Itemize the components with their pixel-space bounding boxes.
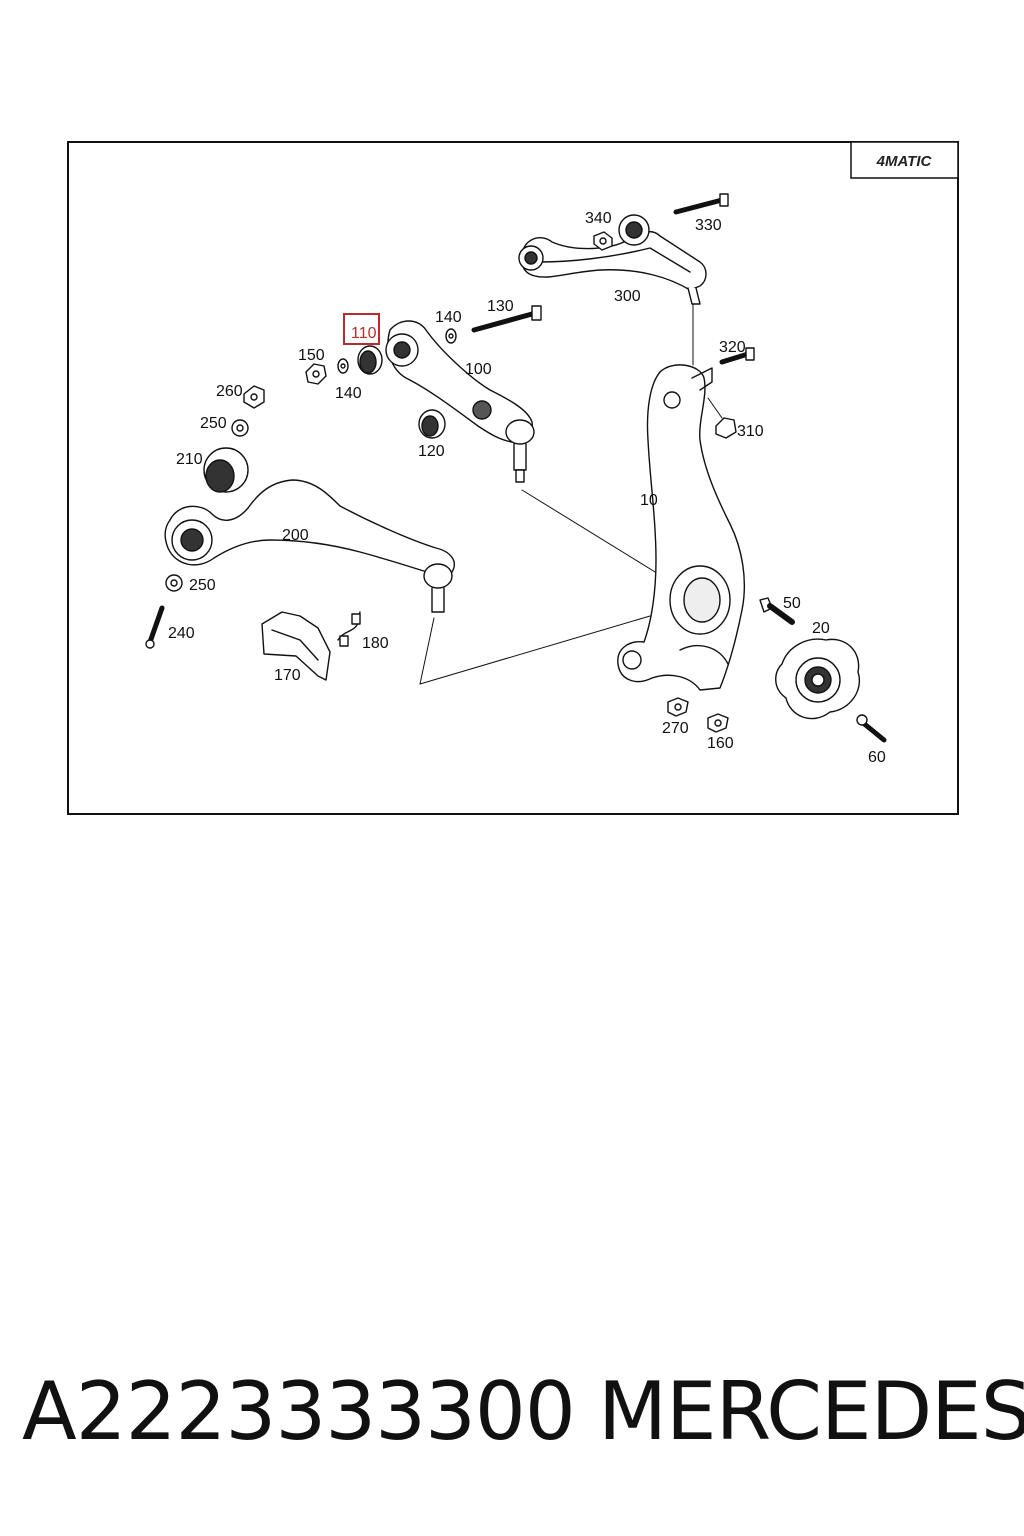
callout-270: 270	[662, 720, 689, 737]
nut-310	[707, 397, 737, 439]
nut-340	[593, 231, 613, 251]
diagram-frame	[67, 141, 959, 815]
callout-130: 130	[487, 298, 514, 315]
callout-300: 300	[614, 288, 641, 305]
callout-150: 150	[298, 347, 325, 364]
callout-200: 200	[282, 527, 309, 544]
steering-knuckle-10	[617, 364, 746, 691]
nut-270	[667, 697, 689, 717]
bolt-50	[759, 597, 795, 625]
wheel-hub-20	[775, 638, 861, 720]
nut-260	[243, 385, 265, 409]
control-arm-100	[385, 320, 661, 576]
parts-diagram: 4MATIC	[67, 141, 959, 815]
washer-140a	[445, 328, 457, 344]
highlight-box-110	[343, 313, 380, 345]
nut-160	[707, 713, 729, 733]
washer-140b	[337, 358, 349, 374]
part-number: A2223333300	[22, 1365, 576, 1458]
callout-160: 160	[707, 735, 734, 752]
callout-260: 260	[216, 383, 243, 400]
bushing-120	[418, 409, 446, 439]
washer-250a	[231, 419, 249, 437]
callout-60: 60	[868, 749, 886, 766]
callout-250b: 250	[189, 577, 216, 594]
callout-50: 50	[783, 595, 801, 612]
callout-120: 120	[418, 443, 445, 460]
upper-control-arm-300	[518, 214, 707, 366]
bolt-60	[856, 714, 887, 743]
control-arm-200	[164, 479, 651, 685]
brand-name: MERCEDES	[598, 1365, 1024, 1458]
badge-box	[850, 141, 959, 179]
callout-340: 340	[585, 210, 612, 227]
callout-170: 170	[274, 667, 301, 684]
callout-180: 180	[362, 635, 389, 652]
bolt-330	[673, 193, 729, 215]
callout-240: 240	[168, 625, 195, 642]
callout-10: 10	[640, 492, 658, 509]
bracket-170	[261, 611, 331, 681]
callout-320: 320	[719, 339, 746, 356]
callout-140a: 140	[435, 309, 462, 326]
callout-140b: 140	[335, 385, 362, 402]
callout-110: 110	[351, 325, 377, 342]
callout-210: 210	[176, 451, 203, 468]
callout-330: 330	[695, 217, 722, 234]
bushing-110	[357, 345, 383, 375]
sensor-180	[337, 611, 361, 647]
bolt-130	[471, 305, 542, 333]
callout-20: 20	[812, 620, 830, 637]
callout-310: 310	[737, 423, 764, 440]
bolt-320	[719, 347, 755, 365]
badge-4matic: 4MATIC	[876, 153, 933, 170]
bushing-210	[203, 447, 249, 493]
bolt-240	[145, 605, 165, 649]
washer-250b	[165, 574, 183, 592]
callout-100: 100	[465, 361, 492, 378]
callout-250a: 250	[200, 415, 227, 432]
nut-150	[305, 363, 327, 385]
